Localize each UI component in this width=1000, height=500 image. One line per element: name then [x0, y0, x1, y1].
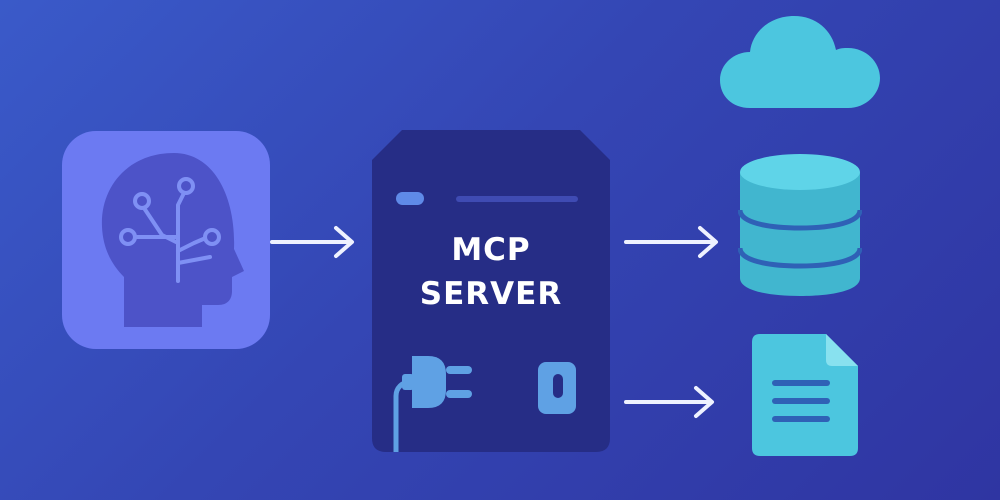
drive-slot [456, 196, 578, 202]
server-title-line1: MCP [451, 232, 531, 268]
arrow-to-database [624, 224, 724, 260]
status-light [396, 192, 424, 205]
server-title-line2: SERVER [419, 276, 563, 312]
mcp-server: MCP SERVER [372, 130, 610, 452]
document-icon [752, 334, 860, 458]
ai-brain-head-icon [101, 153, 244, 327]
arrow-to-server [270, 224, 360, 260]
database-icon [738, 152, 862, 298]
lock-icon [538, 362, 576, 414]
arrow-to-document [624, 384, 724, 420]
cloud-icon [718, 10, 882, 114]
server-body [372, 130, 610, 452]
plug-icon [393, 356, 472, 452]
ai-client-tile [62, 131, 270, 349]
